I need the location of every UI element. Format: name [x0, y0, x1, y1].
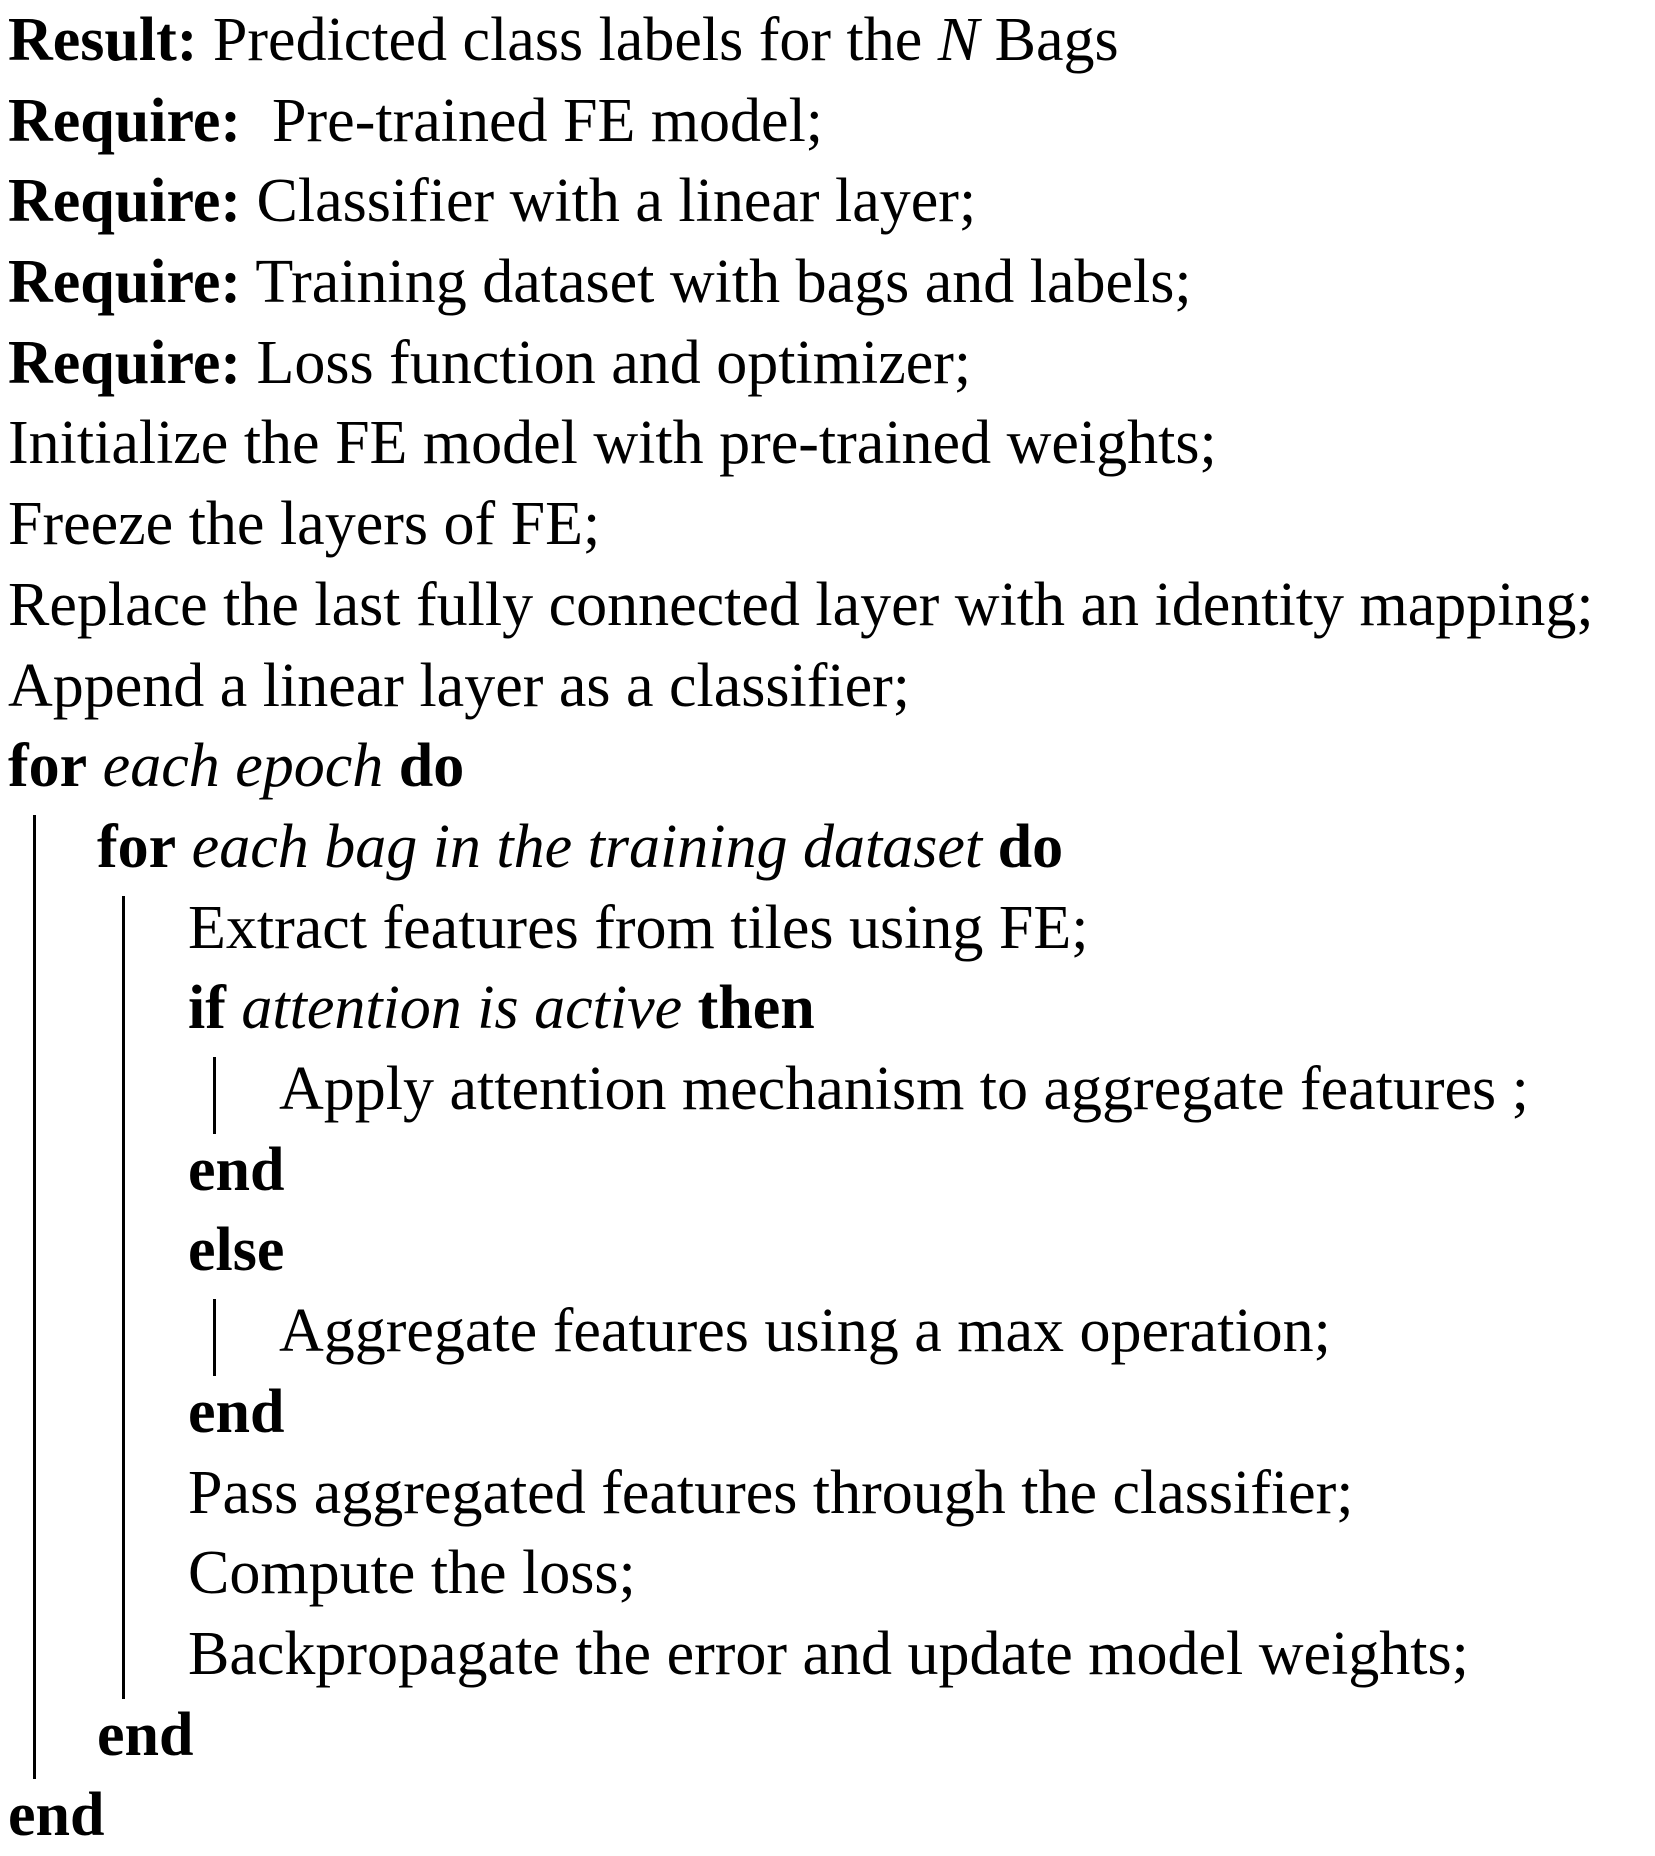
keyword-text-run: do — [398, 732, 465, 801]
algorithm-line-15: end — [188, 1130, 284, 1211]
statement-text-run — [87, 732, 103, 800]
keyword-text-run: for — [97, 812, 177, 881]
statement-text-run: Replace the last fully connected layer w… — [8, 570, 1594, 639]
statement-text-run — [176, 813, 192, 881]
block-rule-if-attention-active — [213, 1057, 216, 1134]
statement-text-run: Loss function and optimizer; — [241, 328, 972, 397]
algorithm-line-4: Require: Training dataset with bags and … — [8, 242, 1192, 323]
keyword-text-run: then — [697, 974, 815, 1043]
keyword-text-run: end — [97, 1700, 194, 1769]
algorithm-line-10: for each epoch do — [8, 726, 464, 807]
keyword-text-run: if — [188, 974, 226, 1043]
statement-text-run: Pre-trained FE model; — [241, 86, 824, 155]
keyword-text-run: Require: — [8, 248, 242, 317]
keyword-text-run: do — [997, 812, 1064, 881]
algorithm-line-12: Extract features from tiles using FE; — [188, 888, 1088, 969]
statement-text-run — [383, 732, 399, 800]
statement-text-run: Apply attention mechanism to aggregate f… — [279, 1055, 1529, 1124]
algorithm-line-20: Compute the loss; — [188, 1533, 636, 1614]
condition-text-run: each bag in the training dataset — [191, 812, 983, 881]
statement-text-run: Bags — [979, 6, 1119, 74]
keyword-text-run: Result: — [8, 6, 198, 74]
algorithm-line-18: end — [188, 1372, 284, 1453]
algorithm-line-19: Pass aggregated features through the cla… — [188, 1453, 1354, 1534]
statement-text-run: Initialize the FE model with pre-trained… — [8, 409, 1217, 478]
algorithm-line-3: Require: Classifier with a linear layer; — [8, 161, 976, 242]
algorithm-line-7: Freeze the layers of FE; — [8, 484, 600, 565]
statement-text-run: Training dataset with bags and labels; — [241, 248, 1192, 317]
algorithm-line-8: Replace the last fully connected layer w… — [8, 565, 1594, 646]
keyword-text-run: Require: — [8, 328, 242, 397]
statement-text-run — [226, 974, 242, 1042]
algorithm-line-13: if attention is active then — [188, 968, 815, 1049]
algorithm-line-23: end — [8, 1775, 104, 1856]
keyword-text-run: for — [8, 732, 88, 801]
statement-text-run: Extract features from tiles using FE; — [188, 893, 1089, 962]
statement-text-run — [682, 974, 698, 1042]
algorithm-line-2: Require: Pre-trained FE model; — [8, 81, 823, 162]
algorithm-line-5: Require: Loss function and optimizer; — [8, 323, 971, 404]
algorithm-line-6: Initialize the FE model with pre-trained… — [8, 403, 1217, 484]
block-rule-else-branch — [213, 1299, 216, 1376]
keyword-text-run: else — [188, 1216, 285, 1285]
block-rule-for-each-bag — [122, 895, 125, 1699]
statement-text-run: Freeze the layers of FE; — [8, 490, 601, 559]
algorithm-line-9: Append a linear layer as a classifier; — [8, 646, 910, 727]
statement-text-run: Backpropagate the error and update model… — [188, 1619, 1469, 1688]
keyword-text-run: end — [8, 1781, 105, 1850]
keyword-text-run: end — [188, 1377, 285, 1446]
algorithm-line-14: Apply attention mechanism to aggregate f… — [279, 1049, 1529, 1130]
algorithm-line-1: Result: Predicted class labels for the N… — [8, 0, 1119, 81]
condition-text-run: attention is active — [241, 974, 683, 1043]
algorithm-line-21: Backpropagate the error and update model… — [188, 1614, 1469, 1695]
keyword-text-run: Require: — [8, 86, 242, 155]
statement-text-run: Append a linear layer as a classifier; — [8, 651, 911, 720]
statement-text-run: Predicted class labels for the — [197, 6, 938, 74]
condition-text-run: each epoch — [102, 732, 384, 801]
algorithm-line-11: for each bag in the training dataset do — [97, 807, 1063, 888]
statement-text-run: Aggregate features using a max operation… — [279, 1297, 1331, 1366]
algorithm-line-17: Aggregate features using a max operation… — [279, 1291, 1331, 1372]
algorithm-line-22: end — [97, 1695, 193, 1776]
keyword-text-run: Require: — [8, 167, 242, 236]
algorithm-line-16: else — [188, 1210, 284, 1291]
keyword-text-run: end — [188, 1135, 285, 1204]
statement-text-run: Classifier with a linear layer; — [241, 167, 977, 236]
block-rule-for-each-epoch — [33, 814, 36, 1780]
statement-text-run: Compute the loss; — [188, 1539, 636, 1608]
statement-text-run — [982, 813, 998, 881]
condition-text-run: N — [937, 6, 980, 74]
statement-text-run: Pass aggregated features through the cla… — [188, 1458, 1354, 1527]
